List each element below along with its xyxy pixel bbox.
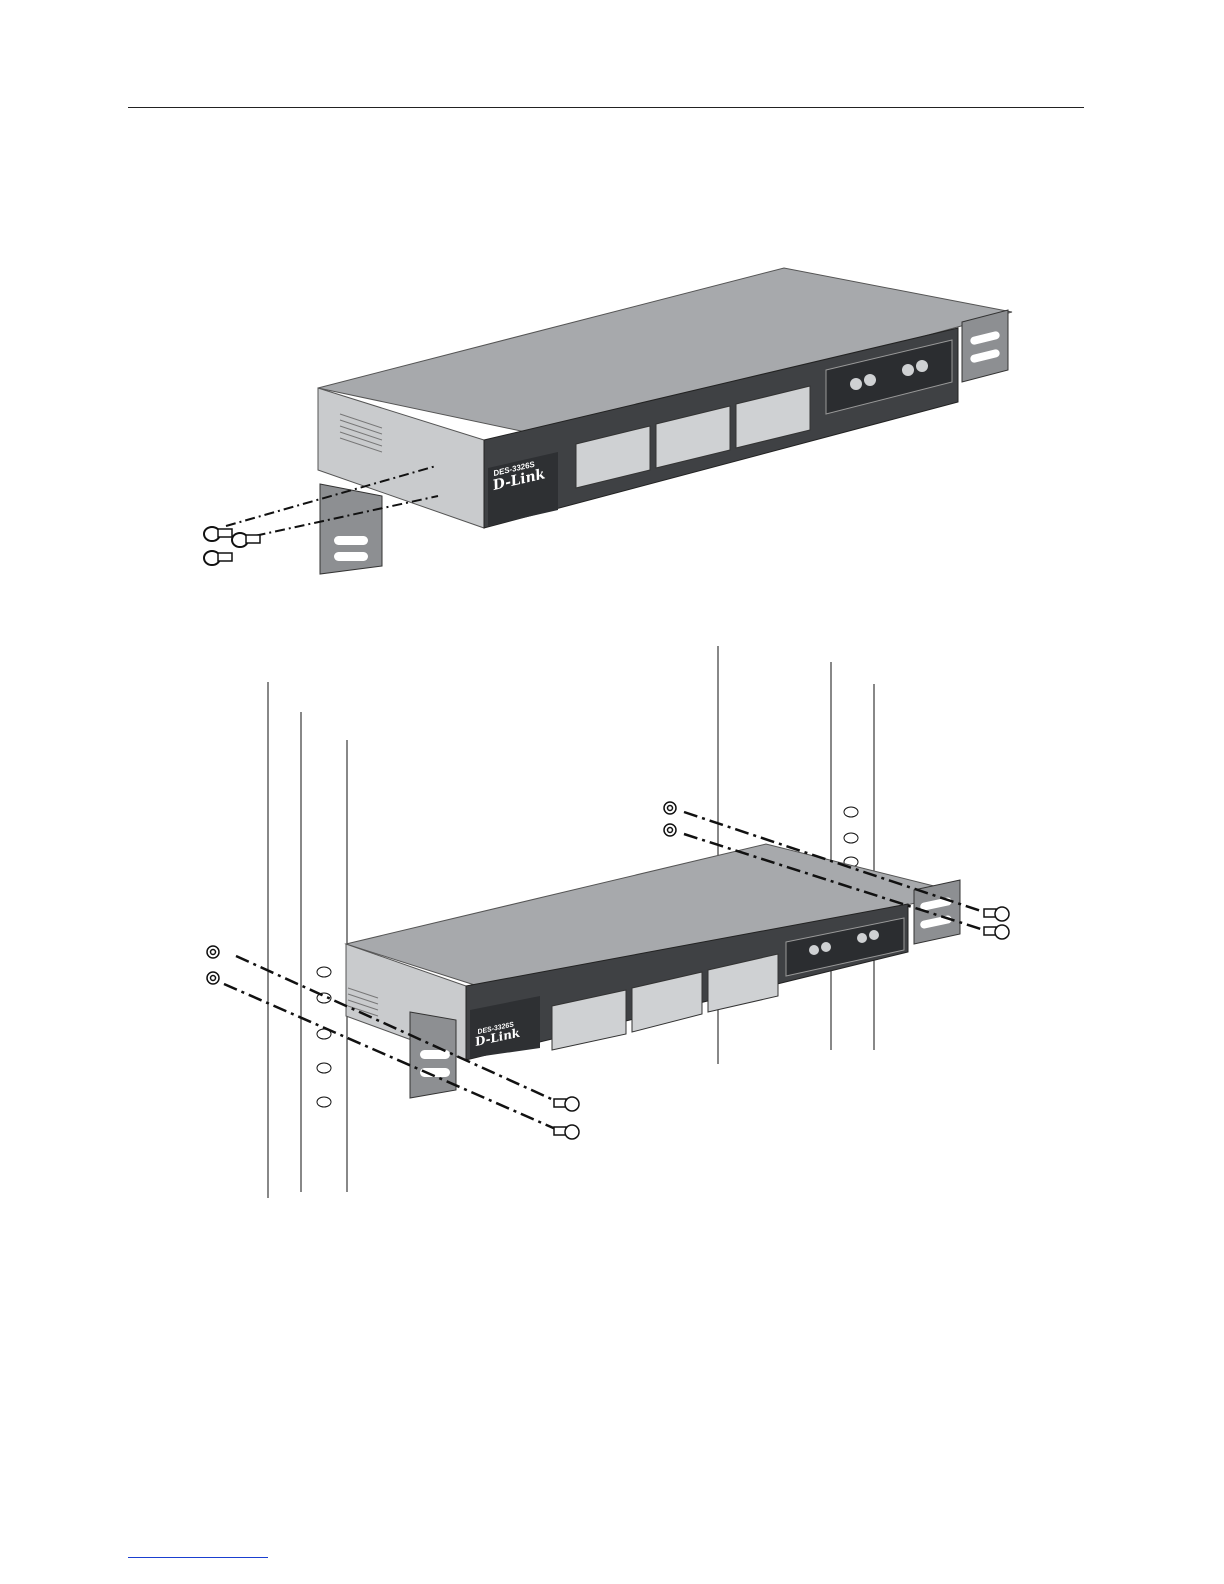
bracket-slot bbox=[420, 1050, 450, 1059]
fiber-port bbox=[809, 945, 819, 955]
rack-bracket-right bbox=[914, 880, 960, 944]
fiber-port bbox=[869, 930, 879, 940]
footer-rule bbox=[128, 1557, 268, 1558]
fiber-port bbox=[821, 942, 831, 952]
rack-post-left bbox=[268, 682, 347, 1198]
fiber-port bbox=[857, 933, 867, 943]
rack-holes-left bbox=[317, 967, 331, 1107]
rack-holes-right bbox=[844, 807, 858, 867]
